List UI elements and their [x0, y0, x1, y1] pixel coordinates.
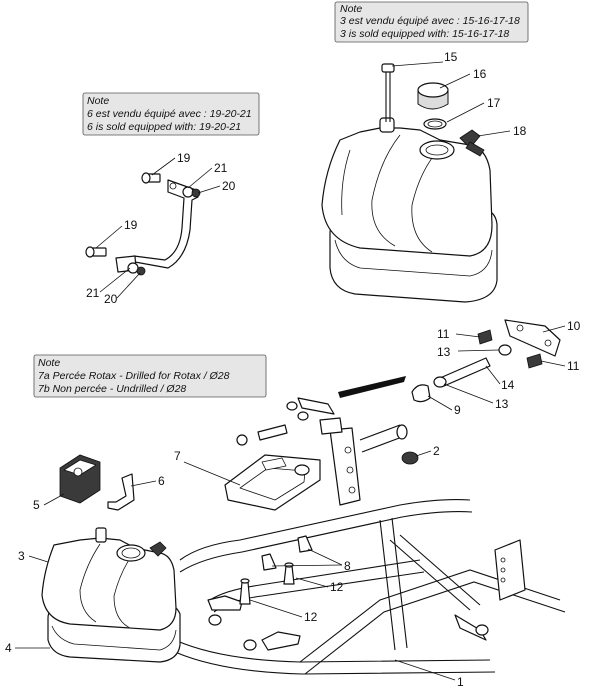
note-line: 3 is sold equipped with: 15-16-17-18 — [340, 28, 509, 40]
bracket-part-6-upper — [85, 172, 201, 276]
nut-part-13-upper — [498, 344, 512, 356]
note-box-tank: Note 3 est vendu équipé avec : 15-16-17-… — [334, 1, 529, 43]
callout-5: 5 — [33, 498, 40, 512]
note-title: Note — [340, 3, 362, 15]
callout-7: 7 — [174, 449, 181, 463]
callout-12: 12 — [330, 580, 344, 594]
note-line: 7b Non percée - Undrilled / Ø28 — [38, 383, 186, 395]
screw-part-11-upper — [477, 329, 493, 345]
note-title: Note — [38, 357, 60, 369]
valve-part-12-lower — [239, 578, 251, 605]
bracket-part-6-lower — [107, 473, 135, 511]
bushing-part-9 — [411, 384, 431, 403]
callout-10: 10 — [567, 319, 581, 333]
note-line: 6 est vendu équipé avec : 19-20-21 — [87, 108, 252, 120]
callout-12: 12 — [304, 610, 318, 624]
callout-21: 21 — [86, 286, 100, 300]
note-box-bracket: Note 6 est vendu équipé avec : 19-20-21 … — [82, 92, 260, 136]
callout-18: 18 — [513, 124, 527, 138]
note-line: 6 is sold equipped with: 19-20-21 — [87, 121, 241, 133]
callout-2: 2 — [433, 444, 440, 458]
callout-14: 14 — [501, 378, 515, 392]
callout-16: 16 — [473, 67, 487, 81]
chassis-frame-part-1 — [174, 424, 566, 675]
callout-11: 11 — [567, 359, 580, 373]
callout-9: 9 — [454, 403, 461, 417]
callout-15: 15 — [444, 50, 458, 64]
callout-20: 20 — [222, 179, 236, 193]
callout-1: 1 — [457, 675, 464, 689]
leader-lines — [15, 61, 566, 681]
tank-support-part-7 — [224, 454, 321, 511]
fuel-tank-large — [321, 117, 498, 303]
note-title: Note — [87, 95, 109, 107]
grommet-part-2 — [401, 451, 419, 465]
callout-13: 13 — [495, 397, 509, 411]
note-box-support: Note 7a Percée Rotax - Drilled for Rotax… — [33, 354, 267, 398]
small-fittings — [236, 397, 343, 446]
note-line: 7a Percée Rotax - Drilled for Rotax / Ø2… — [38, 370, 230, 382]
callout-labels: 15 16 17 18 19 21 20 19 21 20 11 10 13 1… — [5, 50, 581, 689]
fuel-filter-part-5 — [59, 454, 101, 504]
callout-19: 19 — [124, 218, 138, 232]
fuel-cap-part-16 — [417, 82, 449, 110]
callout-19: 19 — [177, 151, 191, 165]
callout-21: 21 — [214, 161, 228, 175]
screw-part-11-lower — [526, 353, 543, 369]
callout-6: 6 — [158, 474, 165, 488]
fuel-pickup-part-15 — [381, 63, 395, 122]
gasket-part-17 — [423, 118, 447, 130]
callout-11: 11 — [437, 327, 450, 341]
direction-arrow — [338, 376, 406, 398]
note-line: 3 est vendu équipé avec : 15-16-17-18 — [340, 15, 520, 27]
callout-3: 3 — [18, 549, 25, 563]
spacer-part-14 — [433, 357, 491, 388]
callout-4: 4 — [5, 641, 12, 655]
callout-17: 17 — [487, 96, 501, 110]
fuel-tank-small-part-3 — [41, 527, 181, 663]
support-plate-part-10 — [504, 319, 561, 357]
callout-13: 13 — [437, 345, 451, 359]
callout-8: 8 — [344, 559, 351, 573]
callout-20: 20 — [104, 292, 118, 306]
